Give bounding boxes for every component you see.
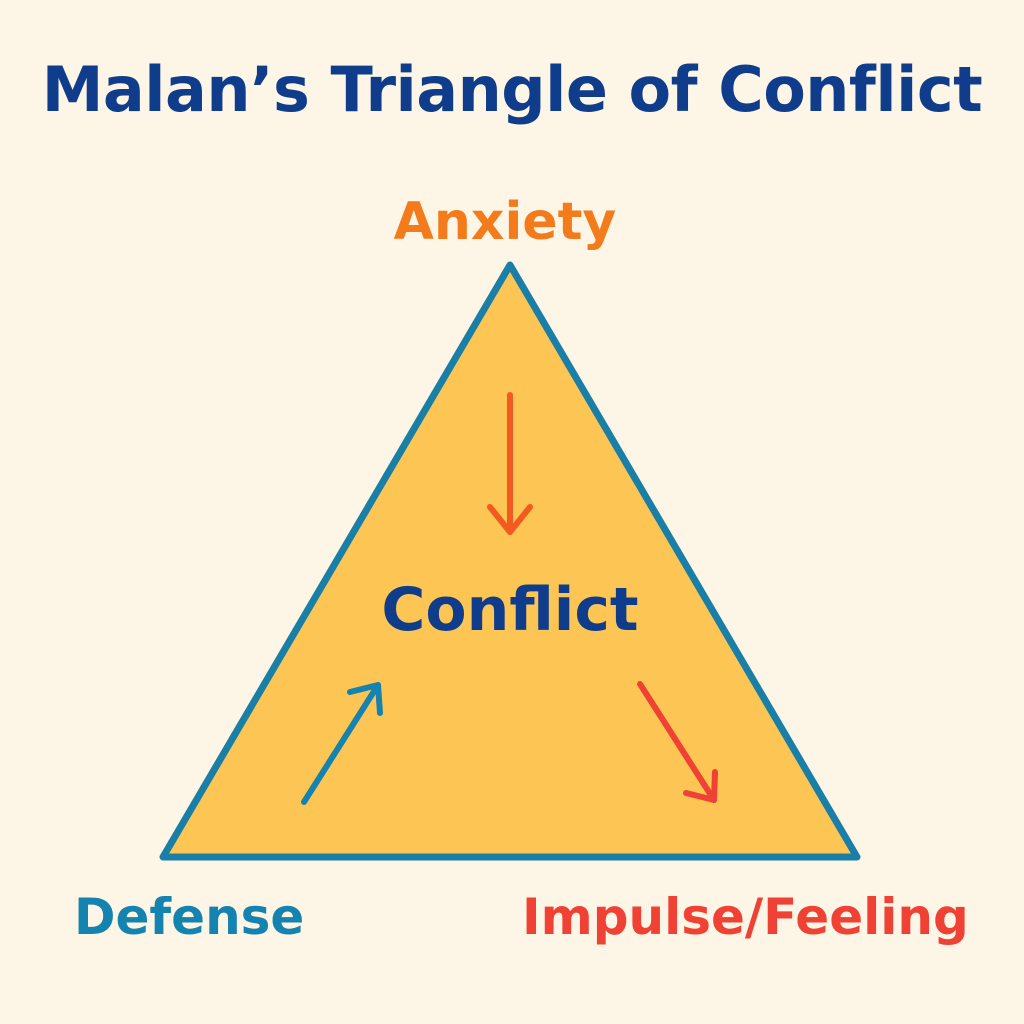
arrow-defense-to-conflict [301, 682, 383, 805]
arrow-anxiety-to-conflict [487, 392, 533, 535]
conflict-triangle [159, 261, 861, 861]
diagram-title: Malan’s Triangle of Conflict [41, 53, 983, 126]
arrow-conflict-to-impulse [637, 681, 718, 803]
center-label-conflict: Conflict [381, 575, 639, 645]
vertex-label-defense: Defense [74, 888, 305, 946]
vertex-label-anxiety: Anxiety [393, 192, 617, 252]
vertex-label-impulse: Impulse/Feeling [522, 888, 969, 946]
